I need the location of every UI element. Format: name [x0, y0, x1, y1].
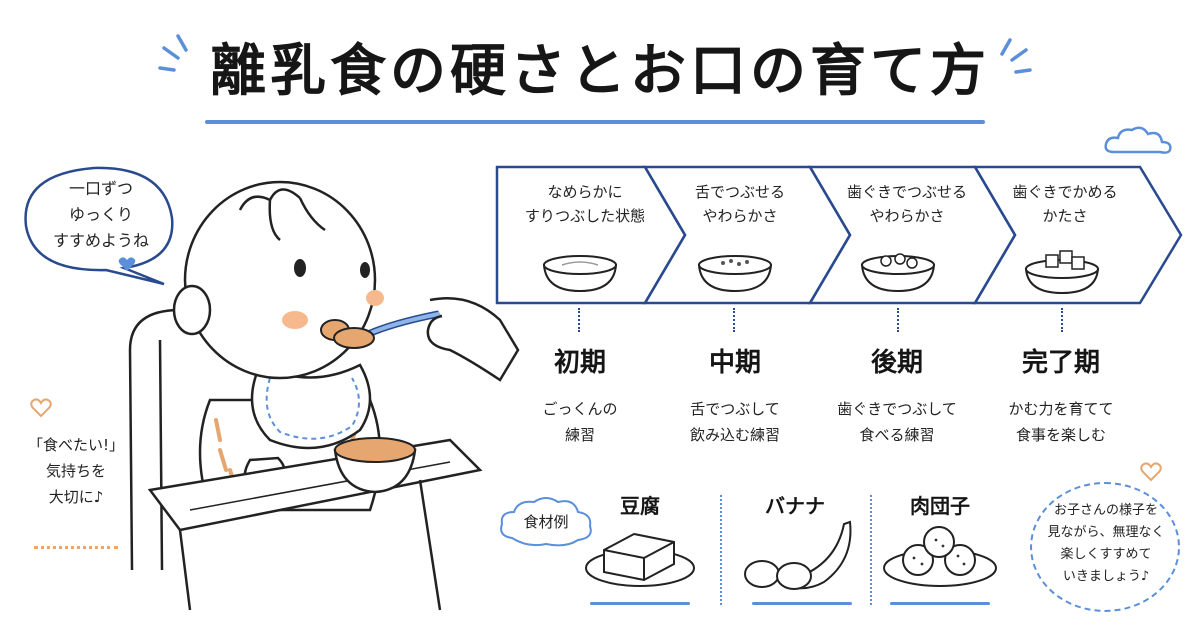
dotted-divider — [34, 546, 118, 549]
closing-note-frame — [1030, 482, 1180, 612]
closing-note-line: いきましょう♪ — [1062, 569, 1150, 584]
stage-2-name: 中期 — [708, 348, 761, 378]
stage-2-texture: 舌でつぶせる やわらかさ — [665, 180, 815, 228]
food-separator — [720, 495, 722, 605]
cubes-bowl-icon — [1024, 250, 1100, 295]
food-item-3-underline — [890, 602, 990, 605]
stage-texture-line: 舌でつぶせる — [694, 183, 785, 201]
closing-note-line: 見ながら、無理なく — [1047, 525, 1165, 540]
baby-illustration — [128, 180, 483, 611]
soft-chunks-bowl-icon — [860, 253, 936, 293]
stage-texture-line: やわらかさ — [702, 207, 778, 225]
stage-texture-line: やわらかさ — [869, 207, 945, 225]
food-item-2-underline — [752, 602, 852, 605]
closing-note-line: 楽しくすすめて — [1060, 547, 1152, 562]
stage-desc-line: 食事を楽しむ — [1015, 426, 1106, 444]
stage-desc-line: 飲み込む練習 — [689, 426, 780, 444]
stage-desc-line: かむ力を育てて — [1008, 400, 1114, 418]
food-label-cloud — [500, 497, 592, 547]
food-item-3-name: 肉団子 — [910, 494, 970, 518]
stage-1-connector — [578, 308, 580, 332]
side-message-line: 気持ちを — [45, 462, 106, 480]
stage-3-desc: 歯ぐきでつぶして 食べる練習 — [817, 396, 977, 448]
mashed-bowl-icon — [697, 255, 773, 293]
heart-outline-icon — [30, 398, 52, 418]
stage-2-connector — [733, 308, 735, 332]
speech-bubble: 一口ずつ ゆっくり すすめようね — [26, 176, 176, 254]
stage-texture-line: なめらかに — [547, 183, 623, 201]
food-item-1-name: 豆腐 — [620, 494, 660, 518]
title-underline — [205, 120, 985, 124]
stage-desc-line: 食べる練習 — [859, 426, 935, 444]
stage-1-desc: ごっくんの 練習 — [500, 396, 660, 448]
stage-4-connector — [1061, 308, 1063, 332]
side-message: 「食べたい!」 気持ちを 大切に♪ — [16, 432, 136, 510]
title-sparkle-left-icon — [158, 34, 188, 72]
stage-2-desc: 舌でつぶして 飲み込む練習 — [655, 396, 815, 448]
feeding-hand-illustration — [333, 296, 520, 382]
speech-bubble-shape — [24, 166, 174, 286]
banana-icon — [744, 520, 852, 590]
stage-desc-line: 歯ぐきでつぶして — [837, 400, 957, 418]
stage-texture-line: かたさ — [1042, 207, 1088, 225]
stage-arrow-banner — [495, 165, 1183, 305]
stage-texture-line: すりつぶした状態 — [524, 207, 646, 225]
stage-texture-line: 歯ぐきでつぶせる — [846, 183, 967, 201]
food-separator — [870, 495, 872, 605]
tofu-icon — [585, 532, 695, 587]
stage-1-texture: なめらかに すりつぶした状態 — [510, 180, 660, 228]
stage-3-texture: 歯ぐきでつぶせる やわらかさ — [832, 180, 982, 228]
food-item-2-name: バナナ — [765, 494, 825, 518]
stage-4-texture: 歯ぐきでかめる かたさ — [990, 180, 1140, 228]
stage-texture-line: 歯ぐきでかめる — [1012, 183, 1118, 201]
stage-1-name: 初期 — [553, 348, 606, 378]
speech-line: ゆっくり — [68, 205, 133, 224]
food-item-1-underline — [590, 602, 690, 605]
side-message-line: 大切に♪ — [48, 488, 104, 506]
stage-4-desc: かむ力を育てて 食事を楽しむ — [981, 396, 1141, 448]
stage-3-name: 後期 — [870, 348, 923, 378]
speech-line: 一口ずつ — [68, 179, 133, 198]
meatballs-icon — [883, 526, 997, 587]
stage-desc-line: 練習 — [564, 426, 595, 444]
heart-icon — [118, 257, 136, 271]
heart-outline-icon — [1140, 462, 1162, 482]
cloud-icon — [1104, 126, 1172, 154]
title-sparkle-right-icon — [1000, 38, 1032, 74]
food-examples-label: 食材例 — [523, 513, 569, 531]
closing-note: お子さんの様子を 見ながら、無理なく 楽しくすすめて いきましょう♪ — [1036, 500, 1176, 588]
stage-3-connector — [897, 308, 899, 332]
page-title: 離乳食の硬さとお口の育て方 — [210, 39, 990, 104]
smooth-puree-bowl-icon — [542, 255, 618, 293]
stage-4-name: 完了期 — [1021, 348, 1100, 378]
side-message-line: 「食べたい!」 — [27, 436, 124, 454]
closing-note-line: お子さんの様子を — [1053, 503, 1158, 518]
stage-desc-line: 舌でつぶして — [690, 400, 780, 418]
speech-line: すすめようね — [52, 231, 149, 250]
stage-desc-line: ごっくんの — [542, 400, 618, 418]
